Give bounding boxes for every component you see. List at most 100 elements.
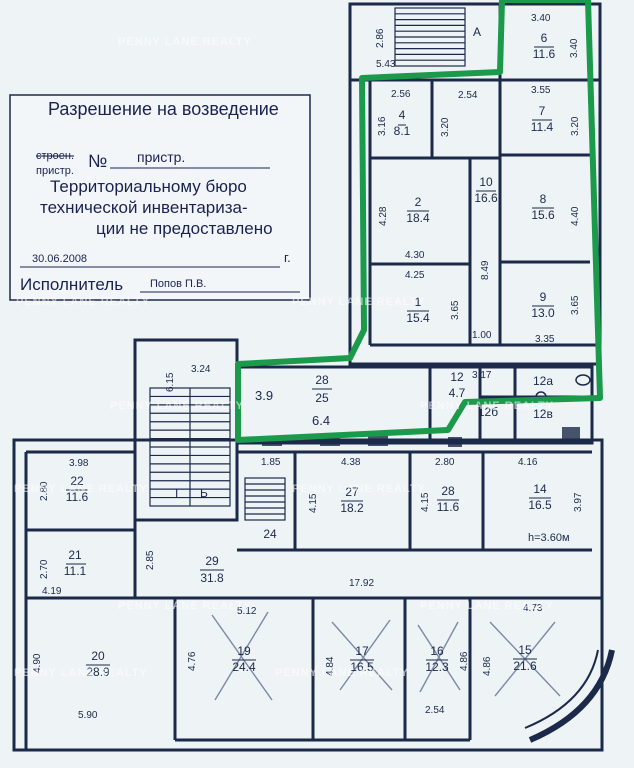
room-20-num: 20	[91, 649, 105, 663]
dim-3-40-side: 3.40	[569, 38, 580, 58]
room-12-num: 12	[450, 370, 464, 384]
dim-2-54-b: 2.54	[425, 705, 445, 716]
room-24-num: 24	[263, 527, 277, 541]
dim-4-15-b: 4.15	[420, 492, 431, 512]
watermark-6: PENNY LANE REALTY	[14, 483, 148, 495]
dim-2-56: 2.56	[391, 89, 411, 100]
dimension-labels: 2.86 5.43 3.40 3.40 2.56 2.54 3.55 3.16 …	[32, 13, 584, 721]
highlighted-premises-outline	[235, 0, 603, 443]
dim-4-40: 4.40	[570, 206, 581, 226]
dim-3-24: 3.24	[191, 364, 211, 375]
room-16-area: 12.3	[425, 660, 449, 674]
watermark-11: PENNY LANE REALTY	[275, 667, 409, 679]
room-29-area: 31.8	[200, 571, 224, 585]
stamp-struck: строен.	[36, 150, 74, 162]
room-8-num: 8	[540, 192, 547, 206]
room-17-area: 16.5	[350, 660, 374, 674]
dim-3-40-top: 3.40	[531, 13, 551, 24]
dim-4-76: 4.76	[187, 651, 198, 671]
watermark-4: PENNY LANE REALTY	[110, 400, 244, 412]
staircase-24	[244, 477, 286, 521]
room-10-num: 10	[479, 175, 493, 189]
dim-4-28: 4.28	[378, 206, 389, 226]
staircase-left	[149, 387, 231, 507]
dim-4-19: 4.19	[42, 586, 62, 597]
watermarks: PENNY LANE REALTY PENNY LANE REALTY PENN…	[14, 36, 553, 679]
stair-label-2: Б	[200, 486, 208, 500]
room-12v-num: 12в	[533, 407, 553, 421]
room-2-num: 2	[415, 195, 422, 209]
stair-label-1: I	[175, 486, 178, 500]
room-2-area: 18.4	[406, 211, 430, 225]
watermark-10: PENNY LANE REALTY	[14, 667, 148, 679]
dim-4-30: 4.30	[405, 250, 425, 261]
dim-1-85: 1.85	[261, 457, 281, 468]
dim-17-92: 17.92	[349, 578, 374, 589]
stamp-title: Разрешение на возведение	[48, 99, 279, 119]
room-14-num: 14	[533, 482, 547, 496]
stamp-date: 30.06.2008	[32, 253, 87, 265]
room-28-top-num: 28	[315, 373, 329, 387]
room-12-area: 4.7	[449, 386, 466, 400]
stamp-executor-name: Попов П.В.	[150, 278, 206, 290]
room-15-num: 15	[518, 643, 532, 657]
stamp-line-3: ции не предоставлено	[96, 219, 273, 238]
watermark-3: PENNY LANE REALTY	[292, 296, 426, 308]
watermark-8: PENNY LANE REALTY	[118, 600, 252, 612]
room-15-area: 21.6	[513, 659, 537, 673]
dim-3-16: 3.16	[377, 116, 388, 136]
room-17-num: 17	[355, 644, 369, 658]
dim-4-84: 4.84	[325, 656, 336, 676]
ceiling-height: h=3.60м	[528, 532, 570, 544]
room-28-top-area: 25	[315, 391, 329, 405]
dim-2-70: 2.70	[39, 559, 50, 579]
dim-4-86-b: 4.86	[482, 656, 493, 676]
dim-8-49: 8.49	[480, 260, 491, 280]
room-22-num: 22	[70, 474, 84, 488]
room-10-area: 16.6	[474, 191, 498, 205]
room-20-area: 28.9	[86, 665, 110, 679]
dim-3-35: 3.35	[535, 334, 555, 345]
room-19-num: 19	[237, 644, 251, 658]
dim-4-25: 4.25	[405, 270, 425, 281]
room-7-area: 11.4	[531, 120, 554, 134]
stamp-no-value: пристр.	[137, 149, 185, 165]
dim-3-65-b: 3.65	[570, 295, 581, 315]
room-27-num: 27	[345, 485, 359, 499]
room-14-area: 16.5	[528, 498, 552, 512]
room-12b-num: 12б	[478, 405, 498, 419]
dim-4-73: 4.73	[523, 603, 543, 614]
dim-5-90: 5.90	[78, 710, 98, 721]
dim-3-9: 3.9	[255, 388, 273, 403]
stamp-line-1: Территориальному бюро	[50, 177, 247, 196]
permit-stamp: Разрешение на возведение строен. пристр.…	[9, 94, 311, 301]
dim-3-98: 3.98	[69, 458, 89, 469]
dim-4-90: 4.90	[32, 653, 43, 673]
stamp-line-2: технической инвентаризa-	[40, 198, 248, 217]
room-1-num: 1	[415, 295, 422, 309]
dim-2-80-a: 2.80	[39, 481, 50, 501]
room-28-low-area: 11.6	[437, 500, 460, 514]
dim-3-20-a: 3.20	[440, 117, 451, 137]
stamp-no-sign: №	[88, 151, 107, 171]
dim-2-80-b: 2.80	[435, 457, 455, 468]
watermark-2: PENNY LANE REALTY	[16, 296, 150, 308]
curved-wall	[528, 649, 615, 743]
dim-6-4: 6.4	[312, 413, 330, 428]
room-28-low-num: 28	[441, 484, 455, 498]
dim-4-16: 4.16	[518, 457, 538, 468]
room-9-num: 9	[540, 290, 547, 304]
dim-3-97: 3.97	[573, 492, 584, 512]
room-4-num: 4	[399, 108, 406, 122]
room-9-area: 13.0	[531, 306, 555, 320]
dim-4-86-a: 4.86	[459, 651, 470, 671]
label-A: А	[473, 25, 481, 39]
room-6-num: 6	[541, 31, 548, 45]
room-22-area: 11.6	[66, 490, 89, 504]
dim-5-43: 5.43	[376, 59, 396, 70]
room-21-area: 11.1	[64, 564, 87, 578]
dim-3-17: 3.17	[472, 370, 492, 381]
room-labels: А 1 15.4 2 18.4 4 8.1 6 11.6 7 11.4 8 15…	[64, 25, 570, 679]
room-12a-num: 12а	[533, 374, 553, 388]
dim-3-55: 3.55	[531, 85, 551, 96]
